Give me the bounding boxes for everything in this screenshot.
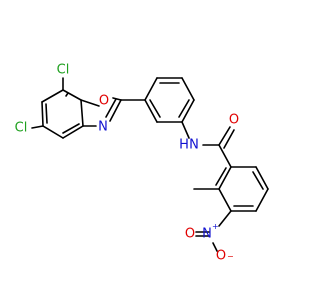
nitro-positive-charge: + xyxy=(212,222,219,231)
molecule-structure-diagram: Cl Cl O N O N H N + O O − xyxy=(15,63,269,264)
chlorine-atom-top: Cl xyxy=(57,63,70,78)
oxazole-oxygen-atom: O xyxy=(99,94,109,109)
amide-hydrogen-atom: H xyxy=(179,138,189,153)
carbonyl-oxygen-atom: O xyxy=(229,113,239,128)
bond-lines xyxy=(31,77,269,252)
chlorine-atom-left: Cl xyxy=(15,121,28,136)
oxazole-nitrogen-atom: N xyxy=(98,120,108,135)
nitro-negative-charge: − xyxy=(227,252,234,261)
nitro-oxygen-left-atom: O xyxy=(185,227,195,242)
atom-labels: Cl Cl O N O N H N + O O − xyxy=(15,63,239,264)
nitro-nitrogen-atom: N xyxy=(202,227,212,242)
nitro-oxygen-bottom-atom: O xyxy=(216,249,226,264)
amide-nitrogen-atom: N xyxy=(189,138,199,153)
